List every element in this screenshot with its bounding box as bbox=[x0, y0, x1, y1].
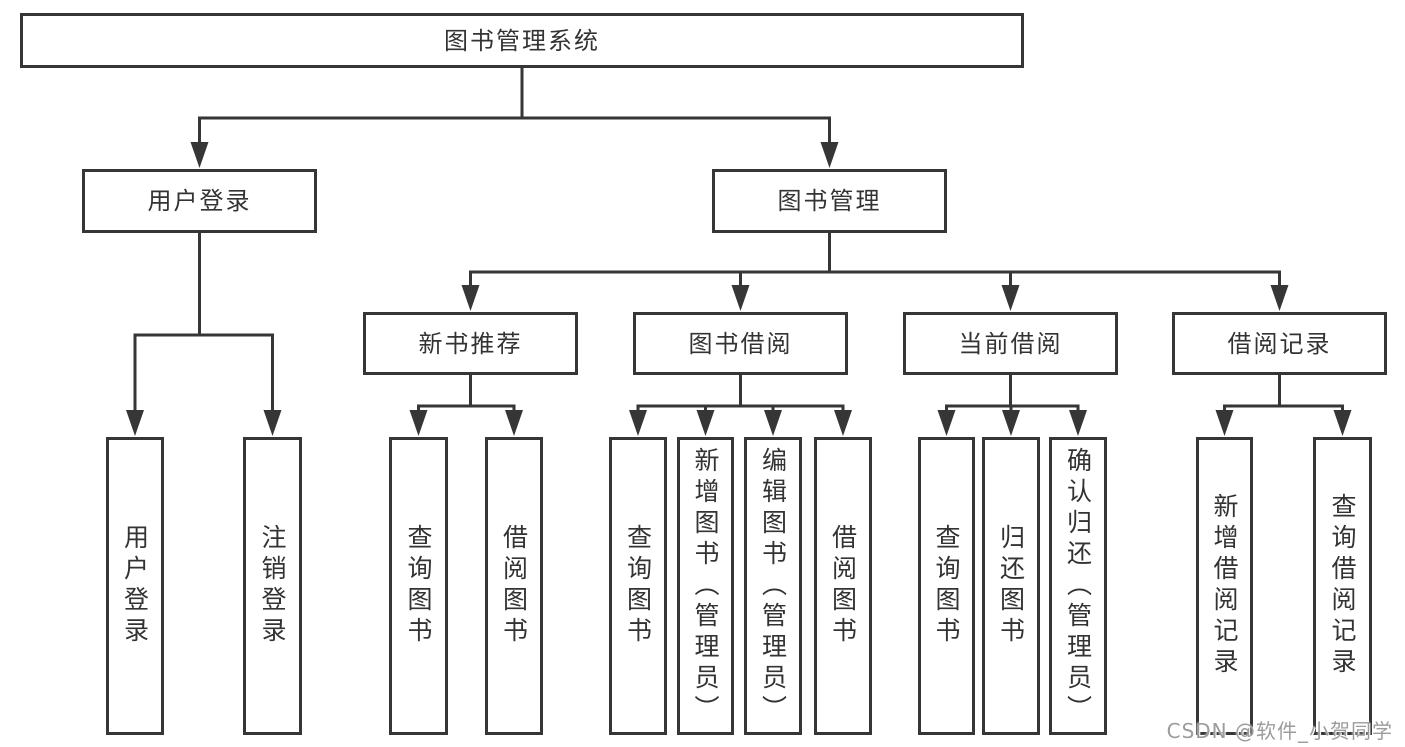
node-new-book-rec: 新书推荐 bbox=[363, 312, 578, 375]
node-leaf-query-book-1: 查询图书 bbox=[389, 437, 448, 735]
node-label-root: 图书管理系统 bbox=[444, 26, 600, 55]
node-leaf-logout: 注销登录 bbox=[243, 437, 302, 735]
node-label-book-mgmt: 图书管理 bbox=[777, 187, 882, 215]
node-leaf-confirm-return: 确认归还（管理员） bbox=[1049, 437, 1107, 735]
node-label-new-book-rec: 新书推荐 bbox=[418, 329, 523, 358]
node-label-leaf-borrow-book-2: 借阅图书 bbox=[828, 524, 858, 648]
node-book-borrow: 图书借阅 bbox=[633, 312, 848, 375]
node-leaf-borrow-book-2: 借阅图书 bbox=[814, 437, 872, 735]
node-label-borrow-records: 借阅记录 bbox=[1227, 329, 1332, 358]
node-label-leaf-user-login: 用户登录 bbox=[120, 524, 150, 648]
node-label-leaf-query-book-2: 查询图书 bbox=[623, 524, 653, 648]
node-current-borrow: 当前借阅 bbox=[903, 312, 1118, 375]
node-leaf-return-book: 归还图书 bbox=[982, 437, 1040, 735]
node-borrow-records: 借阅记录 bbox=[1172, 312, 1387, 375]
node-label-leaf-add-record: 新增借阅记录 bbox=[1210, 493, 1239, 679]
node-leaf-add-record: 新增借阅记录 bbox=[1196, 437, 1253, 735]
node-user-login: 用户登录 bbox=[82, 169, 317, 233]
node-label-user-login: 用户登录 bbox=[147, 187, 252, 215]
node-leaf-query-book-3: 查询图书 bbox=[918, 437, 975, 735]
node-leaf-borrow-book-1: 借阅图书 bbox=[485, 437, 543, 735]
node-label-book-borrow: 图书借阅 bbox=[688, 329, 793, 358]
node-book-mgmt: 图书管理 bbox=[712, 169, 947, 233]
watermark: CSDN @软件_小贺同学 bbox=[1166, 719, 1393, 743]
node-label-leaf-query-book-1: 查询图书 bbox=[404, 524, 433, 648]
node-label-leaf-query-book-3: 查询图书 bbox=[932, 524, 961, 648]
node-label-leaf-add-book: 新增图书（管理员） bbox=[691, 446, 720, 726]
node-label-leaf-logout: 注销登录 bbox=[258, 524, 287, 648]
node-label-leaf-borrow-book-1: 借阅图书 bbox=[499, 524, 529, 648]
node-leaf-edit-book: 编辑图书（管理员） bbox=[744, 437, 802, 735]
node-root: 图书管理系统 bbox=[20, 13, 1024, 68]
node-label-current-borrow: 当前借阅 bbox=[958, 329, 1063, 358]
node-leaf-query-book-2: 查询图书 bbox=[609, 437, 667, 735]
node-leaf-add-book: 新增图书（管理员） bbox=[677, 437, 734, 735]
node-label-leaf-return-book: 归还图书 bbox=[996, 524, 1026, 648]
node-label-leaf-query-record: 查询借阅记录 bbox=[1328, 493, 1357, 679]
node-leaf-user-login: 用户登录 bbox=[106, 437, 164, 735]
node-leaf-query-record: 查询借阅记录 bbox=[1313, 437, 1372, 735]
node-label-leaf-confirm-return: 确认归还（管理员） bbox=[1063, 446, 1093, 726]
node-label-leaf-edit-book: 编辑图书（管理员） bbox=[758, 446, 788, 726]
